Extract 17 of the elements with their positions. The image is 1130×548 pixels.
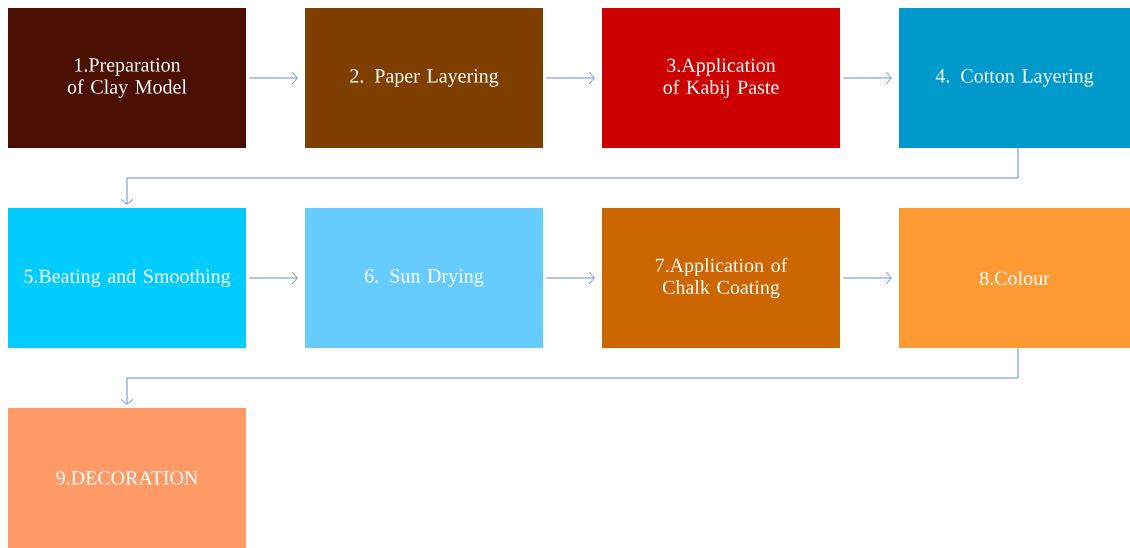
arrow [842,71,892,85]
process-box: 2. Paper Layering [305,8,543,148]
arrow [545,71,595,85]
process-box: 1.Preparation of Clay Model [8,8,246,148]
process-box: 8.Colour [899,208,1130,348]
process-box: 7.Application of Chalk Coating [602,208,840,348]
arrow [120,347,1019,405]
arrow [248,271,298,285]
process-box: 9.DECORATION [8,408,246,548]
arrow [545,271,595,285]
arrow [120,147,1019,205]
process-box: 6. Sun Drying [305,208,543,348]
process-box: 3.Application of Kabij Paste [602,8,840,148]
process-box: 4. Cotton Layering [899,8,1130,148]
process-box: 5.Beating and Smoothing [8,208,246,348]
arrow [248,71,298,85]
arrow [842,271,892,285]
